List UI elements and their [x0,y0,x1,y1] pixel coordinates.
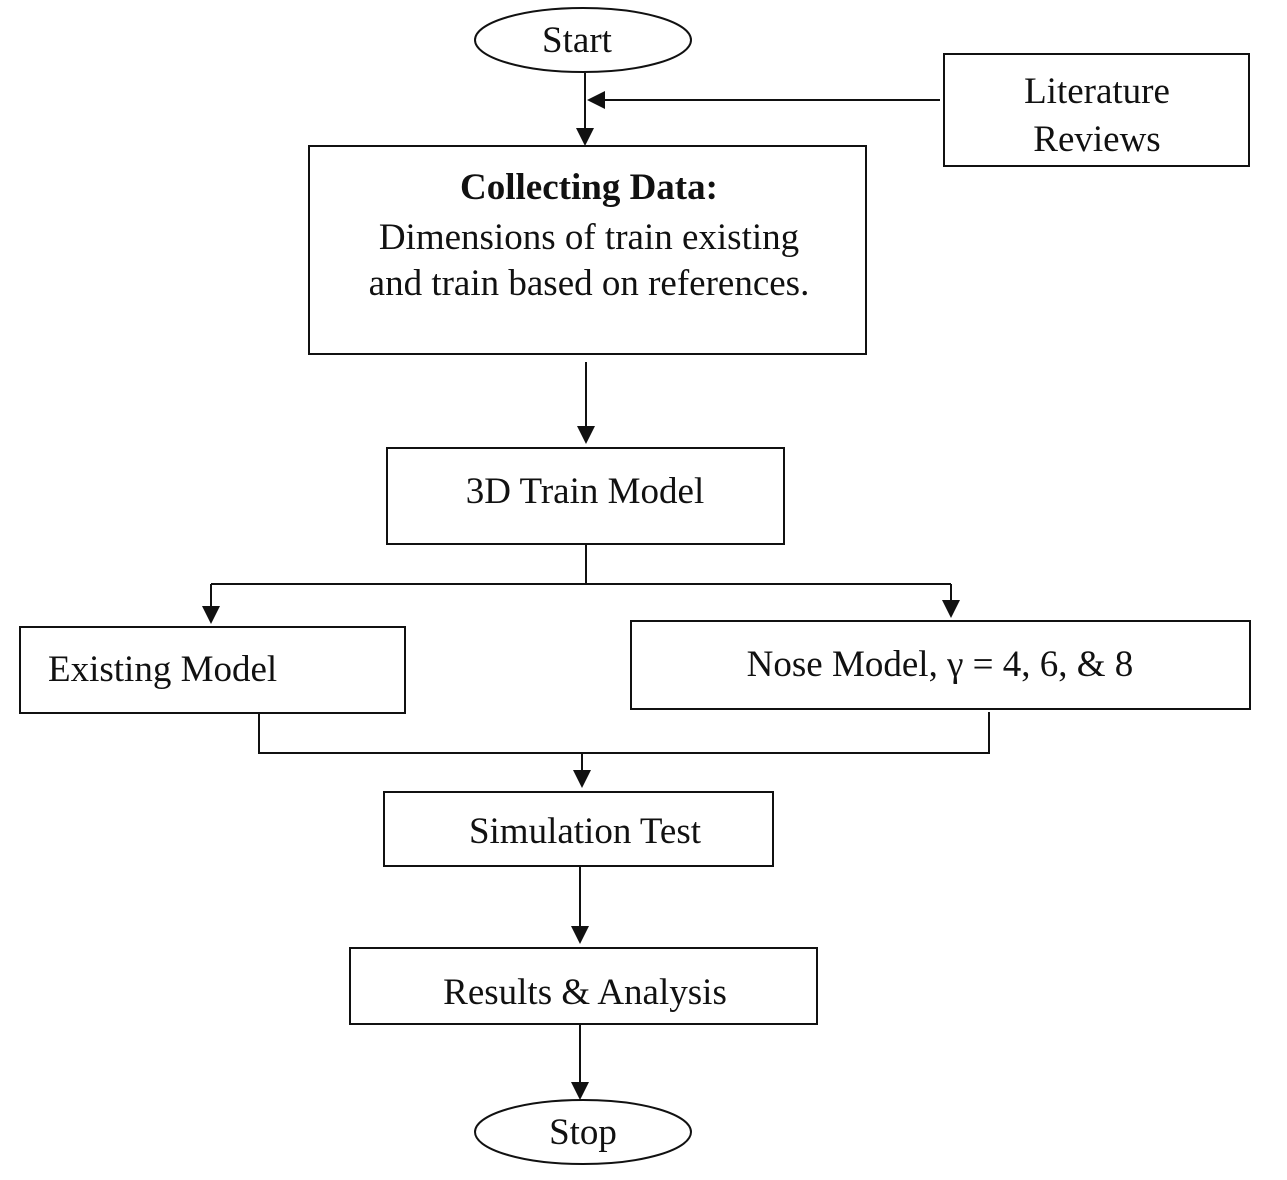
collecting-data-node: Collecting Data: Dimensions of train exi… [308,145,867,355]
simulation-test-box [383,791,774,867]
arrowhead-to-nose [942,600,960,618]
arrowhead-to-simulation [573,770,591,788]
train-3d-model-node: 3D Train Model [386,447,785,545]
arrowhead-to-existing [202,606,220,624]
existing-model-label: Existing Model [48,649,277,690]
stop-node: Stop [474,1099,692,1165]
results-analysis-node: Results & Analysis [349,947,818,1025]
arrowhead-collecting-to-train3d [577,426,595,444]
collecting-data-line1: Dimensions of train existing [379,217,799,258]
simulation-test-node: Simulation Test [383,791,774,867]
literature-reviews-line1: Literature [1024,71,1170,112]
stop-terminator [474,1099,692,1165]
simulation-test-label: Simulation Test [469,811,702,852]
train-3d-model-label: 3D Train Model [466,471,704,512]
results-analysis-box [349,947,818,1025]
start-node: Start [474,7,692,73]
literature-reviews-line2: Reviews [1033,119,1160,160]
existing-model-node: Existing Model [19,626,406,714]
nose-model-box [630,620,1251,710]
collecting-data-box [308,145,867,355]
arrowhead-literature-to-collecting [587,91,605,109]
nose-model-node: Nose Model, γ = 4, 6, & 8 [630,620,1251,710]
stop-label: Stop [549,1112,617,1153]
results-analysis-label: Results & Analysis [443,972,727,1013]
collecting-data-line2: and train based on references. [369,263,810,304]
arrowhead-start-to-collecting [576,128,594,146]
arrowhead-to-results [571,926,589,944]
existing-model-box [19,626,406,714]
start-label: Start [542,20,613,61]
train-3d-model-box [386,447,785,545]
literature-reviews-node: Literature Reviews [943,53,1250,167]
start-terminator [474,7,692,73]
literature-reviews-box [943,53,1250,167]
nose-model-label: Nose Model, γ = 4, 6, & 8 [747,644,1134,685]
collecting-data-heading: Collecting Data: [460,167,718,208]
arrowhead-to-stop [571,1082,589,1100]
